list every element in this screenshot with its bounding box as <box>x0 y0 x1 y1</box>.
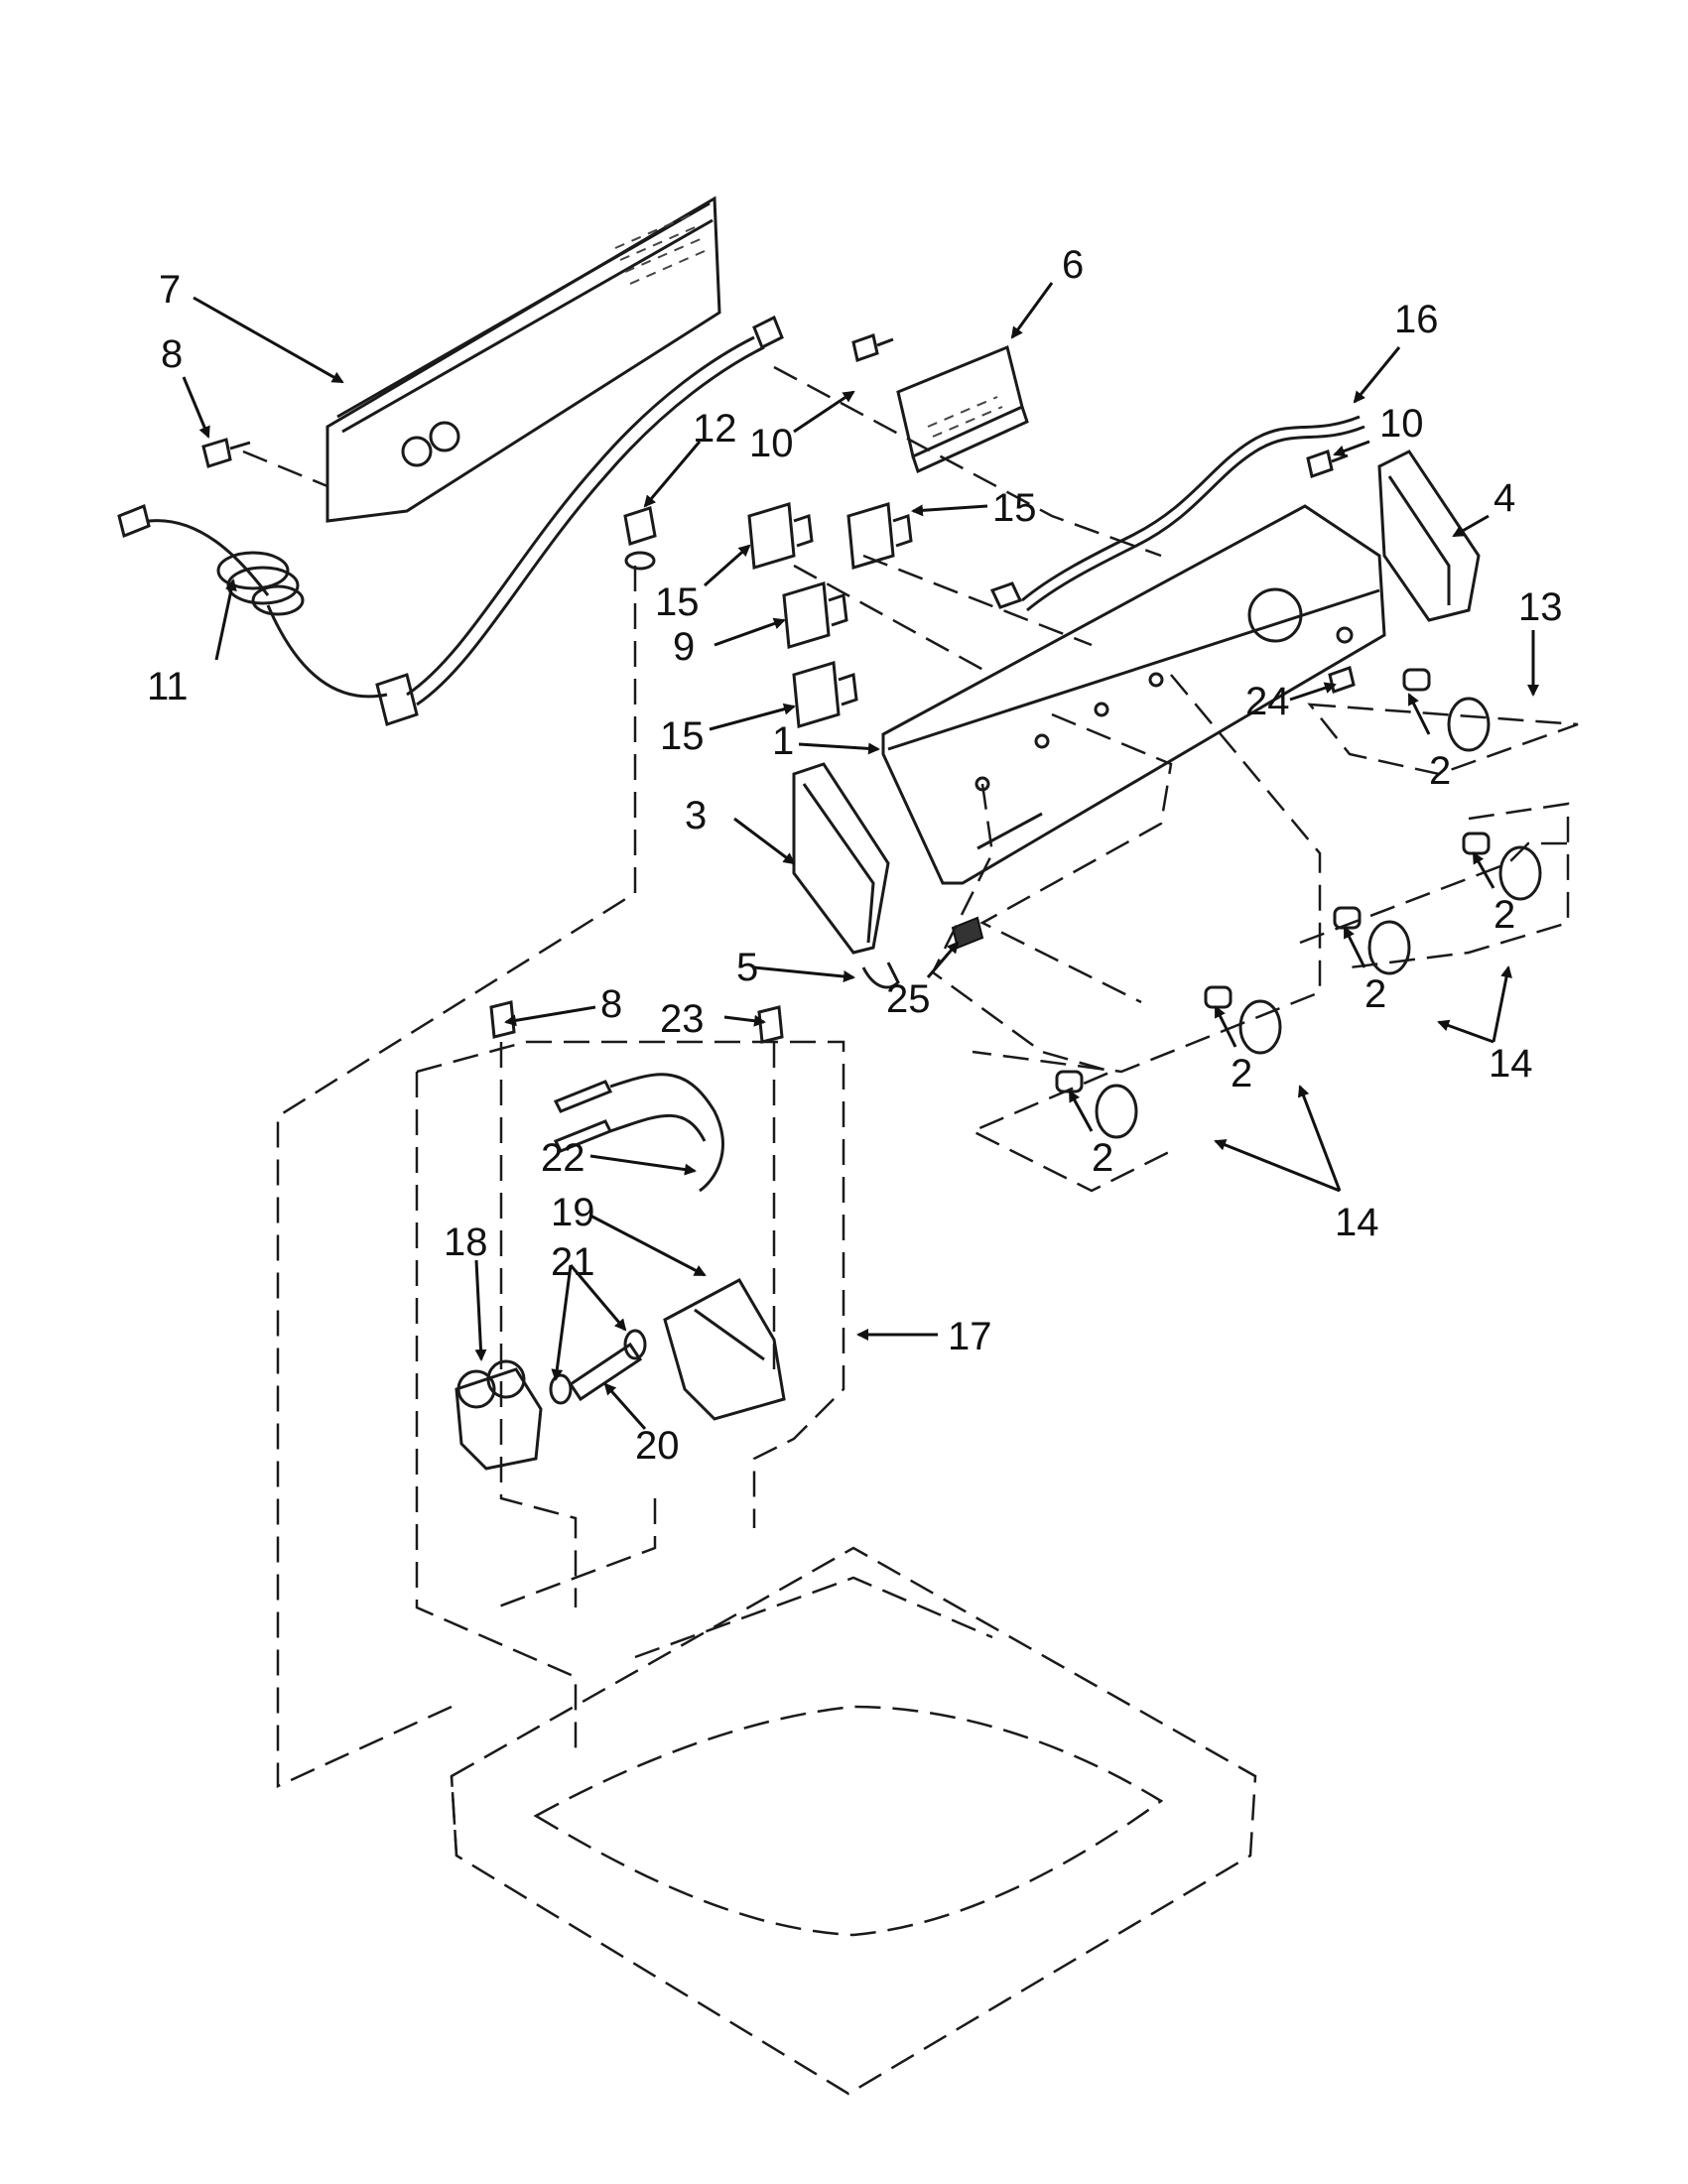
power-cord <box>117 315 784 726</box>
callout-23: 23 <box>660 997 705 1041</box>
knob-assemblies <box>1055 668 1542 1139</box>
callout-8-top: 8 <box>161 332 183 376</box>
leader-lines <box>182 282 1539 1430</box>
switch-15-a <box>747 502 814 570</box>
wire-harness-22 <box>553 1073 724 1193</box>
callout-15-right: 15 <box>992 486 1037 530</box>
callout-12: 12 <box>693 407 737 450</box>
ground-screw <box>623 506 657 571</box>
control-board <box>896 344 1029 474</box>
callout-19: 19 <box>551 1191 595 1234</box>
callout-10-left: 10 <box>749 422 794 465</box>
callout-7: 7 <box>159 268 181 312</box>
callout-9: 9 <box>673 625 695 669</box>
callout-2-b: 2 <box>1493 893 1515 937</box>
rear-panel <box>325 195 721 523</box>
callout-1: 1 <box>772 719 794 763</box>
callout-10-right: 10 <box>1379 402 1424 446</box>
callout-14-right: 14 <box>1489 1042 1533 1086</box>
switch-15-b <box>846 502 913 570</box>
callout-22: 22 <box>541 1136 585 1180</box>
screw-8-bottom <box>489 1000 516 1039</box>
switch-15-c <box>792 661 858 728</box>
callout-4: 4 <box>1493 476 1515 520</box>
callout-2-a: 2 <box>1429 749 1451 793</box>
callout-6: 6 <box>1062 243 1084 287</box>
end-cap-left <box>792 762 890 955</box>
top-cabinet <box>450 1546 1257 2096</box>
screw-8-top <box>201 438 251 468</box>
switch-9 <box>782 581 848 649</box>
screw-10-left <box>851 333 894 362</box>
hose <box>568 1342 643 1402</box>
callout-15-bottom: 15 <box>660 714 705 758</box>
clip <box>861 962 900 989</box>
screw-24 <box>1328 666 1356 694</box>
callout-3: 3 <box>685 794 707 837</box>
dispenser <box>663 1277 786 1421</box>
water-valve <box>454 1359 543 1471</box>
end-cap-right <box>1377 450 1481 622</box>
callout-21: 21 <box>551 1240 595 1284</box>
callout-18: 18 <box>444 1220 488 1264</box>
callout-14-bottom: 14 <box>1335 1201 1379 1244</box>
knob-1 <box>1402 668 1491 752</box>
callout-2-d: 2 <box>1231 1052 1252 1095</box>
callout-16: 16 <box>1394 298 1439 341</box>
callout-5: 5 <box>736 946 758 989</box>
callout-25: 25 <box>886 977 931 1021</box>
callout-8-bottom: 8 <box>600 982 622 1026</box>
callout-labels: 7 8 11 12 6 10 16 10 4 15 15 13 9 24 15 … <box>147 243 1563 1468</box>
console <box>881 504 1386 885</box>
assembly-lines <box>242 365 1579 1788</box>
knob-4 <box>1204 985 1282 1055</box>
callout-11: 11 <box>147 665 189 708</box>
knob-5 <box>1055 1070 1138 1139</box>
callout-2-e: 2 <box>1092 1136 1113 1180</box>
screw-23 <box>757 1005 784 1044</box>
callout-2-c: 2 <box>1364 972 1386 1016</box>
badge <box>951 916 984 950</box>
callout-13: 13 <box>1518 585 1563 629</box>
callout-20: 20 <box>635 1424 680 1468</box>
wire-harness <box>989 415 1365 612</box>
callout-24: 24 <box>1245 680 1290 723</box>
callout-15-left: 15 <box>655 580 700 624</box>
screw-10-right <box>1306 450 1349 478</box>
callout-17: 17 <box>948 1315 992 1358</box>
